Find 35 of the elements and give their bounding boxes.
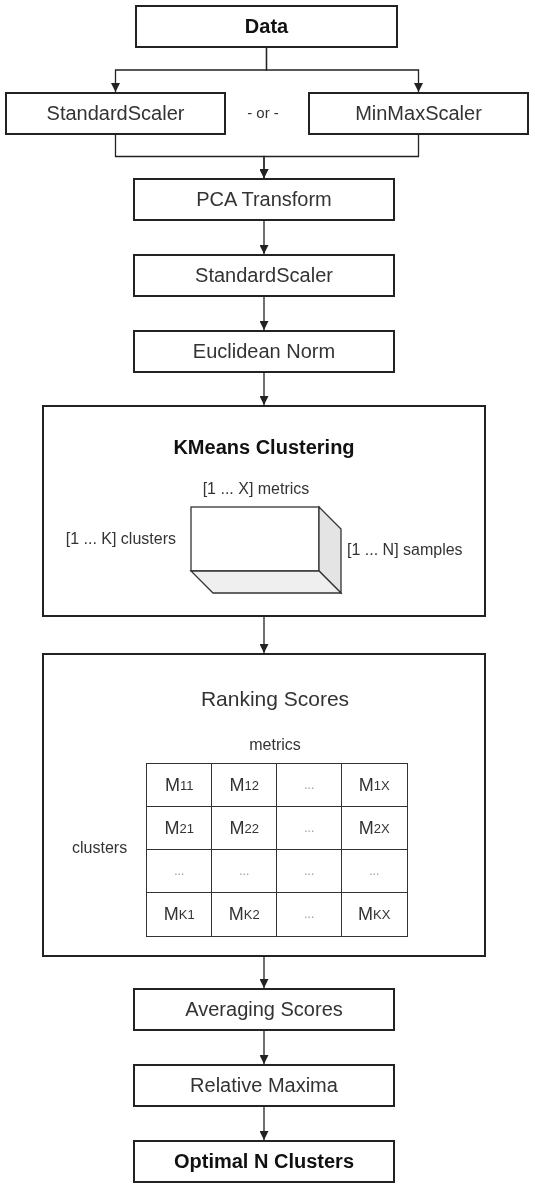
arrow [259, 134, 420, 179]
table-cell: ... [276, 763, 343, 808]
axis-label: [1 ... X] metrics [202, 479, 310, 499]
axis-label: clusters [72, 838, 128, 858]
process-panel [42, 653, 486, 957]
or-label: - or - [247, 104, 279, 122]
process-box: MinMaxScaler [308, 92, 529, 135]
process-box: Relative Maxima [133, 1064, 395, 1107]
process-box: Averaging Scores [133, 988, 395, 1031]
process-box: Optimal N Clusters [133, 1140, 395, 1183]
panel-title: Ranking Scores [200, 686, 350, 712]
arrow [259, 372, 269, 406]
process-box: Euclidean Norm [133, 330, 395, 373]
table-cell: ... [276, 892, 343, 937]
arrow [259, 296, 269, 331]
arrow [259, 956, 269, 989]
process-box: PCA Transform [133, 178, 395, 221]
table-cell: ... [211, 849, 278, 894]
panel-title: KMeans Clustering [173, 435, 355, 459]
process-box: StandardScaler [5, 92, 226, 135]
arrow [265, 47, 423, 93]
axis-label: metrics [249, 735, 301, 755]
arrow [259, 1106, 269, 1141]
arrow [259, 220, 269, 255]
axis-label: [1 ... K] clusters [65, 529, 176, 549]
table-cell: ... [276, 806, 343, 851]
arrow [259, 1030, 269, 1065]
arrow [259, 616, 269, 654]
process-panel [42, 405, 486, 617]
process-box: Data [135, 5, 398, 48]
table-cell: ... [146, 849, 213, 894]
process-box: StandardScaler [133, 254, 395, 297]
table-cell: ... [341, 849, 408, 894]
axis-label: [1 ... N] samples [347, 540, 463, 560]
table-cell: ... [276, 849, 343, 894]
